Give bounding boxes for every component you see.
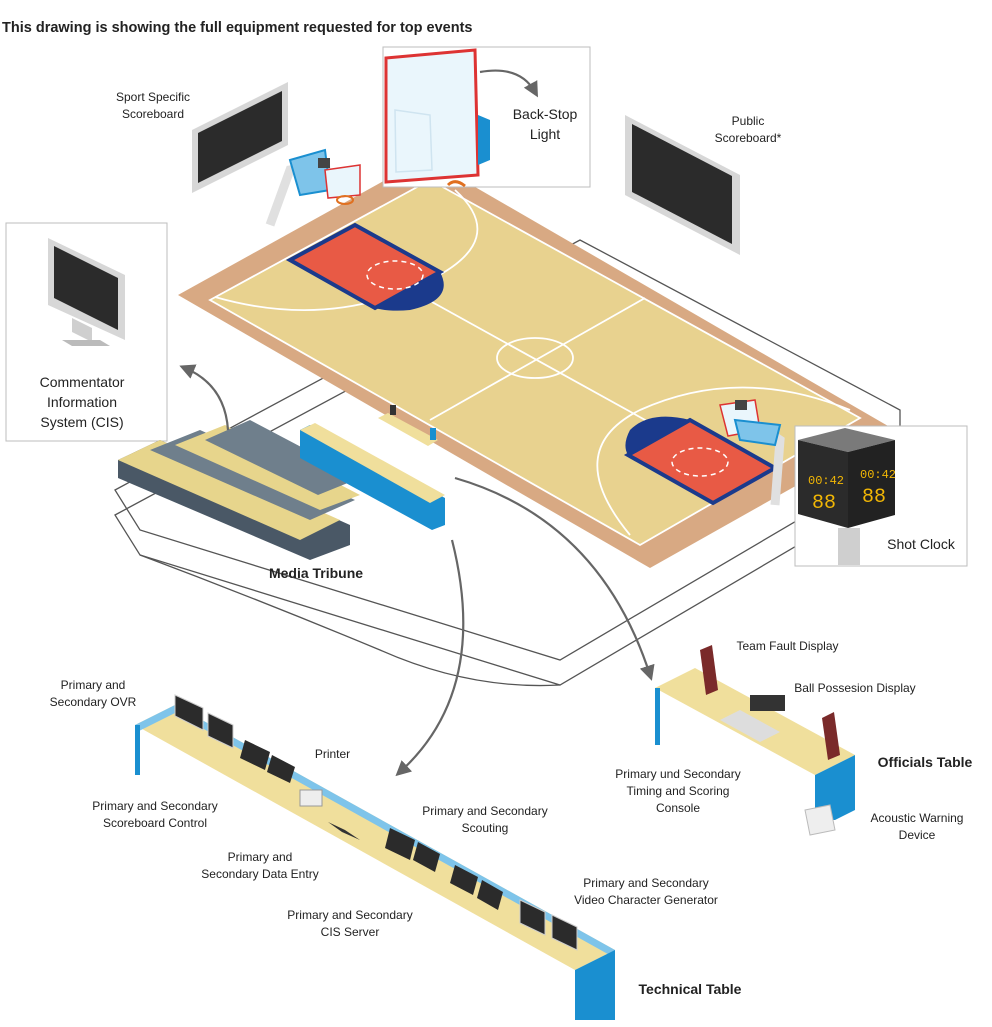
label-acoustic-device: Acoustic Warning Device <box>870 811 964 842</box>
hoop-left <box>265 148 361 227</box>
label-media-tribune: Media Tribune <box>268 565 364 581</box>
label-ball-possession: Ball Possesion Display <box>794 681 916 695</box>
label-ovr: Primary and Secondary OVR <box>49 678 137 709</box>
label-timing-console: Primary und Secondary Timing and Scoring… <box>615 767 741 815</box>
public-scoreboard-screen <box>625 115 740 255</box>
basketball-court <box>178 158 895 568</box>
label-sport-scoreboard: Sport Specific Scoreboard <box>115 90 191 121</box>
label-public-scoreboard: Public Scoreboard* <box>714 114 782 145</box>
label-printer: Printer <box>314 747 351 761</box>
key-left-circle <box>375 272 444 311</box>
label-data-entry: Primary and Secondary Data Entry <box>201 850 319 881</box>
label-officials-table: Officials Table <box>877 754 973 770</box>
sport-scoreboard-screen <box>192 82 288 193</box>
officials-table-art <box>655 645 855 836</box>
label-technical-table: Technical Table <box>638 981 742 997</box>
shot-clock-digits-right: 88 <box>862 486 886 509</box>
label-backstop-light: Back-Stop Light <box>512 106 578 142</box>
label-vcg: Primary and Secondary Video Character Ge… <box>574 876 718 907</box>
shot-clock-readouts: 00:42 88 00:42 88 <box>808 468 896 515</box>
media-tribune-stands <box>118 405 445 560</box>
label-cis-server: Primary and Secondary CIS Server <box>287 908 413 939</box>
shot-clock-card <box>794 425 968 567</box>
cis-card <box>5 222 168 442</box>
shot-clock-digits-left: 88 <box>812 492 836 515</box>
connector-arrows <box>179 69 655 777</box>
page-title: This drawing is showing the full equipme… <box>2 20 473 36</box>
shot-clock-time-right: 00:42 <box>860 468 896 482</box>
key-right-circle <box>625 416 690 455</box>
label-team-fault: Team Fault Display <box>736 639 839 653</box>
label-cis: Commentator Information System (CIS) <box>39 374 125 430</box>
label-scouting: Primary and Secondary Scouting <box>422 804 548 835</box>
technical-table-art <box>135 694 615 1020</box>
hoop-right <box>719 399 785 506</box>
label-shot-clock: Shot Clock <box>887 536 955 552</box>
label-scoreboard-control: Primary and Secondary Scoreboard Control <box>92 799 218 830</box>
shot-clock-time-left: 00:42 <box>808 474 844 488</box>
